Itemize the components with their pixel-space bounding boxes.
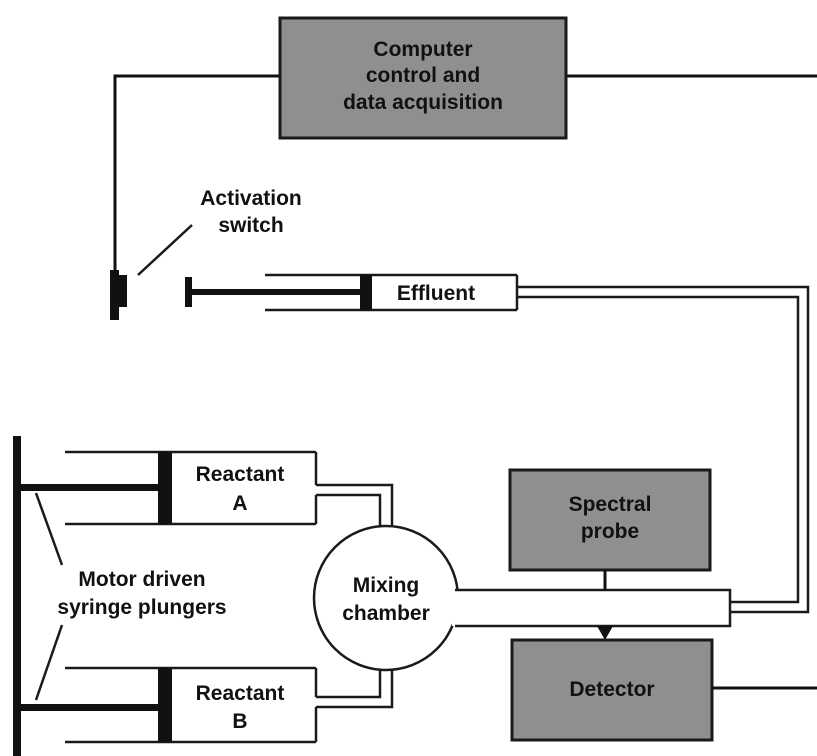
reactant-b-label-line1: Reactant <box>196 682 285 705</box>
motor-label-leader-b <box>34 624 64 701</box>
mixing-chamber-label-line1: Mixing <box>353 574 420 597</box>
activation-switch-button <box>119 275 127 307</box>
feed-tube-b-inner <box>316 668 382 699</box>
plunger-rod-b <box>20 704 160 711</box>
activation-switch-contact <box>110 270 119 320</box>
spectral-probe-box: Spectral probe <box>508 468 712 572</box>
effluent-return-tube-inner <box>517 295 800 604</box>
effluent-return-tube-outer <box>517 285 810 614</box>
motor-plungers-label-line2: syringe plungers <box>57 596 226 619</box>
effluent-plunger-head <box>360 275 372 310</box>
activation-switch-label-line1: Activation <box>200 187 302 210</box>
mixing-chamber-label-line2: chamber <box>342 602 430 625</box>
motor-plungers-label-line1: Motor driven <box>78 568 205 591</box>
activation-switch-leader <box>137 224 193 276</box>
detector-box: Detector <box>510 638 714 742</box>
computer-to-switch-wire <box>113 74 280 300</box>
computer-label-line2: control and <box>366 64 480 87</box>
reactant-a-label-line2: A <box>232 492 247 515</box>
activation-switch-label-line2: switch <box>218 214 283 237</box>
effluent-plunger-handle <box>185 277 192 307</box>
plunger-rod-a <box>20 484 160 491</box>
motor-plunger-bar <box>13 436 21 756</box>
spectral-probe-label-line2: probe <box>581 520 639 543</box>
probe-beam-arrowhead <box>597 626 613 640</box>
feed-tube-a-outer <box>316 483 394 535</box>
feed-tube-a-inner <box>316 493 382 530</box>
computer-control-box: Computer control and data acquisition <box>278 16 568 140</box>
motor-plunger-frame <box>13 436 160 756</box>
effluent-plunger-rod <box>190 289 362 295</box>
detector-label: Detector <box>569 678 654 701</box>
effluent-label: Effluent <box>397 282 475 305</box>
spectral-probe-label-line1: Spectral <box>569 493 652 516</box>
motor-label-leader-a <box>34 492 64 566</box>
mixing-chamber: Mixing chamber <box>312 524 460 672</box>
activation-switch: Activation switch <box>110 187 302 320</box>
feed-tube-b-outer <box>316 662 394 709</box>
reactant-b-plunger-head <box>158 668 172 742</box>
computer-label-line3: data acquisition <box>343 91 503 114</box>
reactant-b-label-line2: B <box>232 710 247 733</box>
observation-cell-tube <box>455 588 732 628</box>
reactant-a-plunger-head <box>158 452 172 524</box>
effluent-syringe: Effluent <box>185 273 519 312</box>
reactant-a-syringe: Reactant A <box>65 450 318 526</box>
reactant-a-label-line1: Reactant <box>196 463 285 486</box>
reactant-b-syringe: Reactant B <box>65 666 318 744</box>
computer-label-line1: Computer <box>373 38 472 61</box>
